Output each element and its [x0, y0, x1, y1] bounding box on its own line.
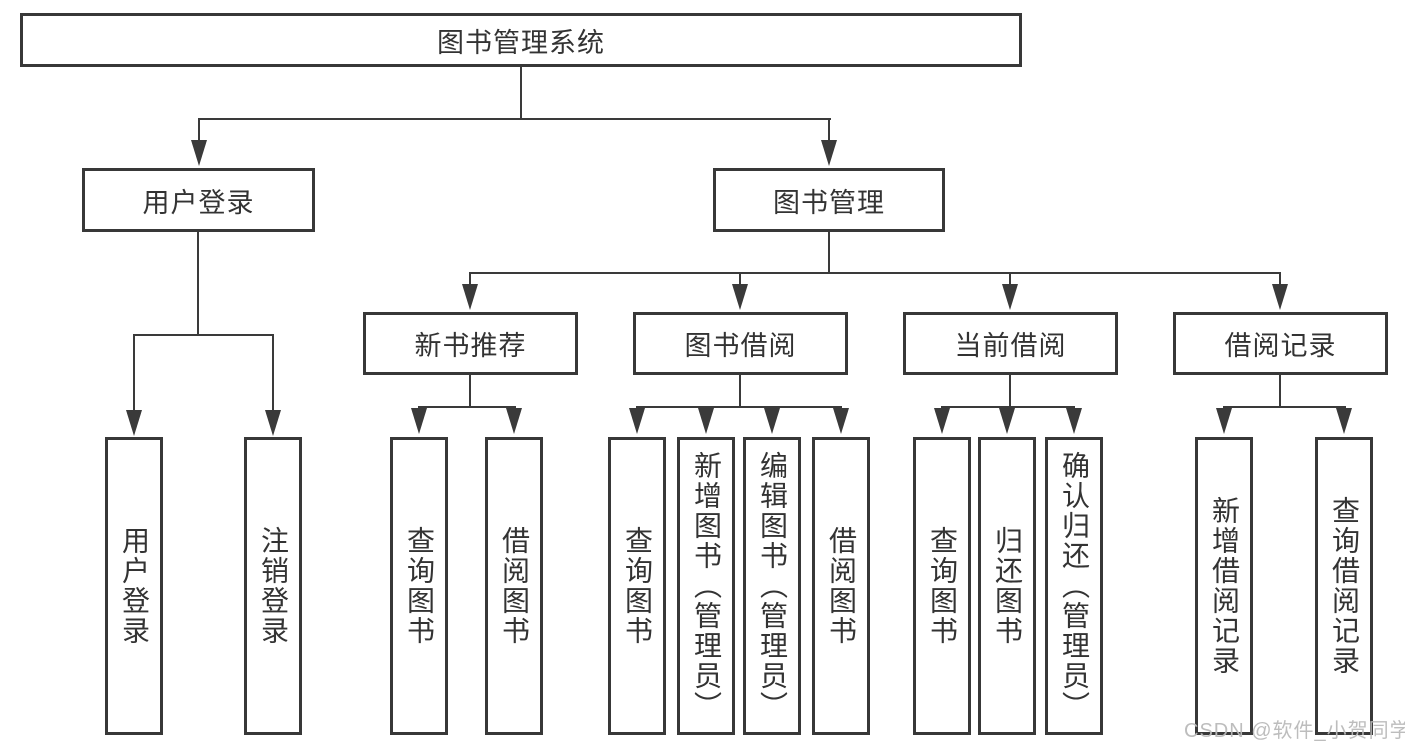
leaf-add-borrow-record: 新增借阅记录: [1195, 437, 1253, 735]
arrowhead-icon: [265, 410, 281, 436]
leaf-query-books-current: 查询图书: [913, 437, 971, 735]
leaf-confirm-return-admin: 确认归还（管理员）: [1045, 437, 1103, 735]
connector-line: [198, 118, 831, 120]
node-label: 新书推荐: [414, 331, 527, 361]
arrowhead-icon: [126, 410, 142, 436]
arrowhead-icon: [999, 408, 1015, 434]
connector-line: [1279, 375, 1281, 408]
arrowhead-icon: [934, 408, 950, 434]
node-label: 用户登录: [142, 187, 255, 218]
node-label: 借阅图书: [499, 526, 530, 646]
node-current-borrow: 当前借阅: [903, 312, 1118, 375]
watermark: CSDN @软件_小贺同学: [1184, 720, 1405, 742]
leaf-edit-books-admin: 编辑图书（管理员）: [743, 437, 801, 735]
node-label: 查询图书: [622, 526, 653, 646]
arrowhead-icon: [1216, 408, 1232, 434]
node-label: 确认归还（管理员）: [1059, 451, 1090, 721]
leaf-return-books: 归还图书: [978, 437, 1036, 735]
connector-line: [941, 406, 1075, 408]
node-label: 查询图书: [927, 526, 958, 646]
connector-line: [198, 120, 200, 142]
connector-line: [1279, 274, 1281, 286]
connector-line: [272, 336, 274, 410]
arrowhead-icon: [1002, 284, 1018, 310]
arrowhead-icon: [1336, 408, 1352, 434]
connector-line: [133, 334, 274, 336]
node-label: 借阅记录: [1224, 331, 1337, 361]
node-label: 图书管理: [773, 187, 885, 218]
arrowhead-icon: [698, 408, 714, 434]
node-label: 借阅图书: [826, 526, 857, 646]
connector-line: [520, 67, 522, 120]
node-label: 图书借阅: [684, 331, 797, 361]
node-borrow-records: 借阅记录: [1173, 312, 1388, 375]
node-library-management-system: 图书管理系统: [20, 13, 1022, 67]
connector-line: [133, 336, 135, 410]
connector-line: [636, 406, 842, 408]
node-label: 归还图书: [992, 526, 1023, 646]
connector-line: [739, 274, 741, 286]
node-label: 新增图书（管理员）: [691, 451, 722, 721]
connector-line: [469, 375, 471, 408]
connector-line: [1009, 375, 1011, 408]
node-label: 查询借阅记录: [1329, 496, 1360, 676]
connector-line: [828, 120, 830, 142]
connector-line: [739, 375, 741, 408]
leaf-user-login: 用户登录: [105, 437, 163, 735]
leaf-query-books-borrow: 查询图书: [608, 437, 666, 735]
arrowhead-icon: [764, 408, 780, 434]
arrowhead-icon: [506, 408, 522, 434]
connector-line: [418, 406, 516, 408]
leaf-borrow-books-newbooks: 借阅图书: [485, 437, 543, 735]
connector-line: [469, 272, 1281, 274]
arrowhead-icon: [833, 408, 849, 434]
connector-line: [1009, 274, 1011, 286]
arrowhead-icon: [462, 284, 478, 310]
node-label: 图书管理系统: [437, 27, 605, 58]
arrowhead-icon: [821, 140, 837, 166]
arrowhead-icon: [629, 408, 645, 434]
node-label: 当前借阅: [954, 331, 1067, 361]
node-label: 查询图书: [404, 526, 435, 646]
node-label: 用户登录: [119, 526, 150, 646]
node-label: 新增借阅记录: [1209, 496, 1240, 676]
arrowhead-icon: [1066, 408, 1082, 434]
node-label: 编辑图书（管理员）: [757, 451, 788, 721]
connector-line: [469, 274, 471, 286]
node-label: 注销登录: [258, 526, 289, 646]
connector-line: [1223, 406, 1346, 408]
connector-line: [197, 232, 199, 336]
arrowhead-icon: [411, 408, 427, 434]
connector-line: [828, 232, 830, 274]
node-book-borrow: 图书借阅: [633, 312, 848, 375]
leaf-logout: 注销登录: [244, 437, 302, 735]
arrowhead-icon: [191, 140, 207, 166]
arrowhead-icon: [1272, 284, 1288, 310]
leaf-borrow-books-borrow: 借阅图书: [812, 437, 870, 735]
node-new-book-recommend: 新书推荐: [363, 312, 578, 375]
node-book-management: 图书管理: [713, 168, 945, 232]
leaf-add-books-admin: 新增图书（管理员）: [677, 437, 735, 735]
arrowhead-icon: [732, 284, 748, 310]
leaf-query-borrow-record: 查询借阅记录: [1315, 437, 1373, 735]
leaf-query-books-newbooks: 查询图书: [390, 437, 448, 735]
node-user-login: 用户登录: [82, 168, 315, 232]
